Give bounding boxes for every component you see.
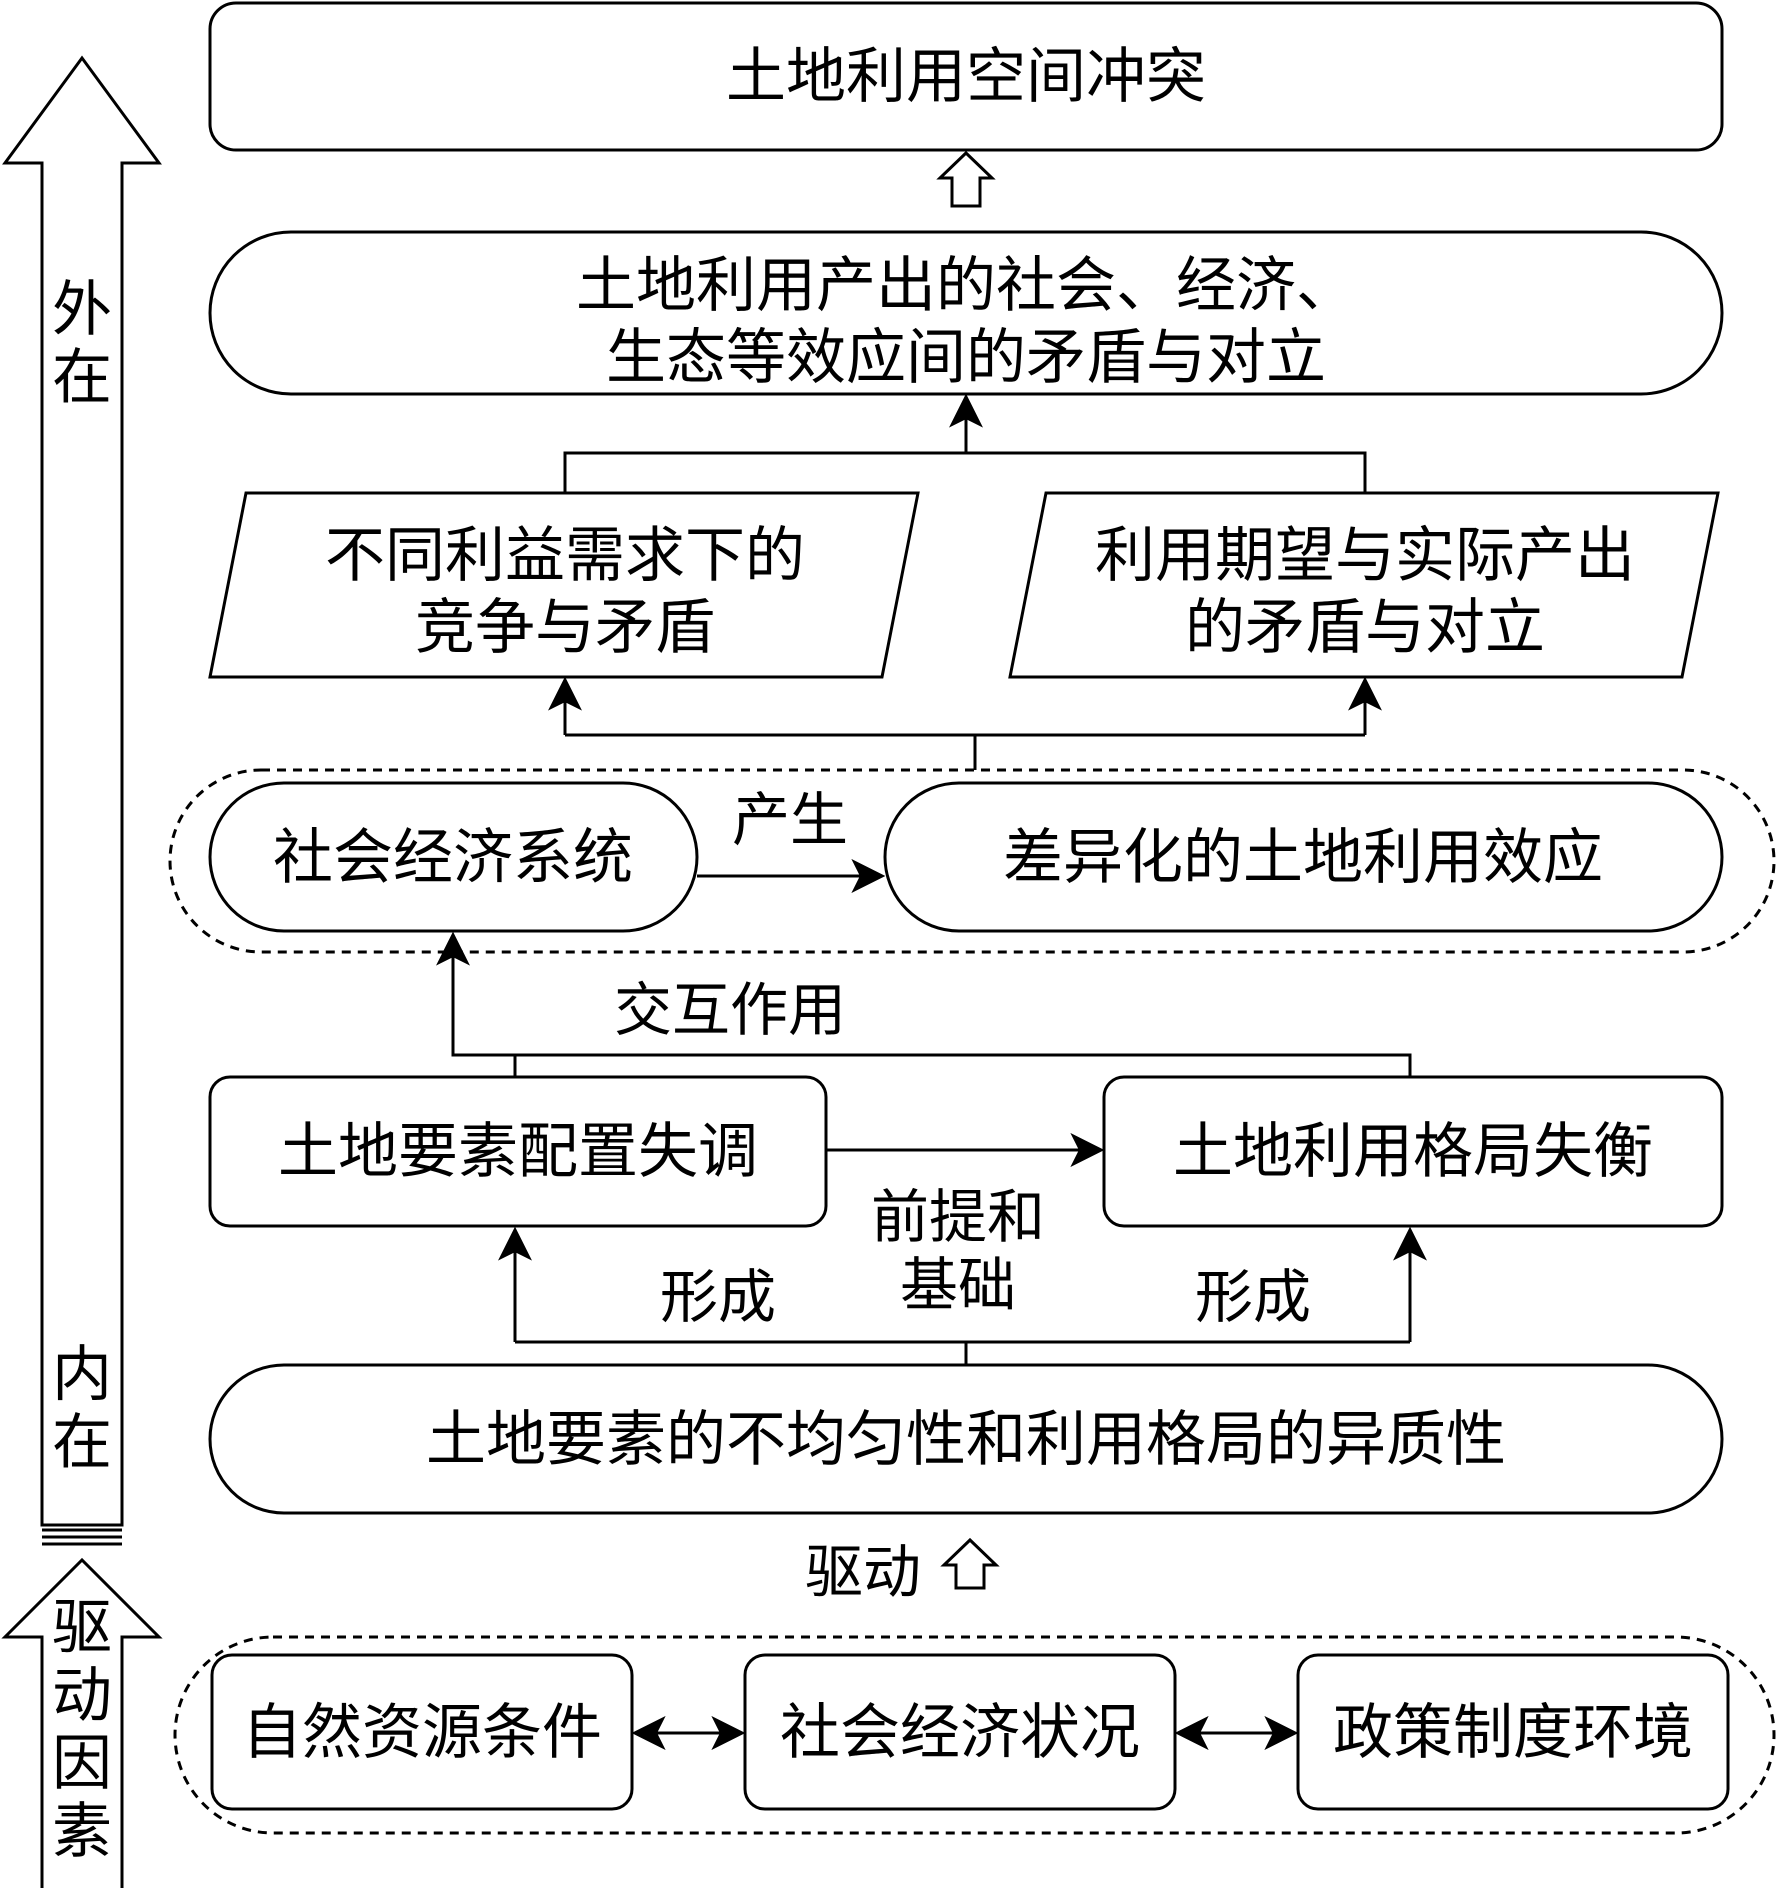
node-heterogeneity — [208, 1363, 1724, 1515]
label-interaction: 交互作用 — [614, 976, 846, 1044]
node-differentiated-effects — [883, 781, 1724, 933]
node-top-conflict — [208, 1, 1724, 152]
driving-char-2: 动 — [52, 1661, 112, 1731]
connector-merge-top — [563, 451, 1367, 493]
driving-char-1: 驱 — [52, 1593, 112, 1663]
label-form-right: 形成 — [1195, 1263, 1311, 1331]
internal-to-external-arrow — [2, 55, 162, 1527]
node-competition-interests — [208, 491, 920, 679]
driving-char-3: 因 — [52, 1729, 112, 1799]
external-char-1: 外 — [52, 275, 112, 345]
node-expectation-vs-output — [1008, 491, 1720, 679]
internal-char-2: 在 — [52, 1408, 112, 1478]
driving-factors-arrow — [1, 1557, 163, 1888]
label-form-left: 形成 — [660, 1263, 776, 1331]
node-factor-misallocation-label: 土地要素配置失调 — [278, 1117, 758, 1187]
label-drive: 驱动 — [805, 1538, 921, 1606]
node-driver-socioeconomic-label: 社会经济状况 — [780, 1698, 1140, 1768]
node-contradiction-effects-line2: 生态等效应间的矛盾与对立 — [606, 323, 1326, 393]
connector-interaction-bar — [513, 1053, 1412, 1077]
node-heterogeneity-label: 土地要素的不均匀性和利用格局的异质性 — [426, 1405, 1506, 1475]
node-differentiated-effects-label: 差异化的土地利用效应 — [1003, 823, 1603, 893]
node-expectation-vs-output-line2: 的矛盾与对立 — [1185, 593, 1545, 663]
node-socio-economic-system — [208, 781, 699, 933]
internal-char-1: 内 — [52, 1340, 112, 1410]
node-top-conflict-label: 土地利用空间冲突 — [726, 42, 1206, 112]
node-competition-interests-line1: 不同利益需求下的 — [325, 521, 805, 591]
label-premise-line2: 基础 — [900, 1251, 1016, 1319]
node-pattern-imbalance-label: 土地利用格局失衡 — [1173, 1117, 1653, 1187]
node-socio-economic-system-label: 社会经济系统 — [273, 823, 633, 893]
label-produce: 产生 — [732, 786, 848, 854]
node-competition-interests-line2: 竞争与矛盾 — [415, 593, 715, 663]
node-driver-policy-label: 政策制度环境 — [1333, 1698, 1693, 1768]
node-contradiction-effects-line1: 土地利用产出的社会、经济、 — [576, 251, 1356, 321]
node-expectation-vs-output-line1: 利用期望与实际产出 — [1095, 521, 1635, 591]
hollow-up-arrow-top — [936, 150, 996, 208]
label-premise-line1: 前提和 — [871, 1183, 1045, 1251]
hollow-up-arrow-drive — [940, 1537, 1000, 1590]
side-axis: 外 在 内 在 驱 动 因 素 — [1, 55, 163, 1888]
connector-interaction-riser — [451, 940, 515, 1057]
group-drivers — [173, 1635, 1776, 1835]
external-char-2: 在 — [52, 343, 112, 413]
node-driver-natural-label: 自然资源条件 — [242, 1698, 602, 1768]
driving-char-4: 素 — [52, 1797, 112, 1867]
group-system-effects — [168, 768, 1776, 954]
